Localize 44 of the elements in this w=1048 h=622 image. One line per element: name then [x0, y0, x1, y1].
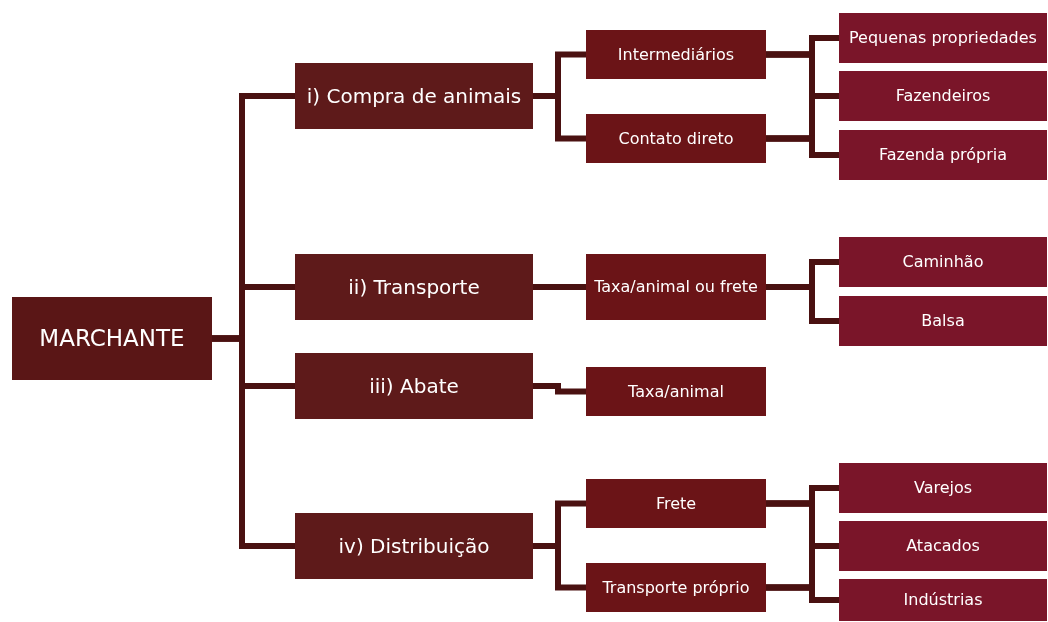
category-box	[586, 367, 766, 416]
box-label: Frete	[655, 493, 697, 514]
box-label: Contato direto	[618, 128, 734, 149]
category-box	[839, 13, 1047, 63]
category-box	[12, 297, 212, 380]
box-label: i) Compra de animais	[306, 83, 522, 109]
category-box	[295, 513, 533, 579]
box-label: Varejos	[913, 478, 973, 498]
connector-line	[766, 584, 839, 603]
category-box	[839, 579, 1047, 621]
category-box	[295, 63, 533, 129]
box-label: Taxa/animal	[628, 381, 724, 402]
box-label: Intermediários	[617, 44, 735, 65]
box-label: MARCHANTE	[39, 324, 185, 353]
category-box	[839, 71, 1047, 121]
connector-line	[766, 284, 839, 324]
category-box	[295, 353, 533, 419]
category-box	[586, 563, 766, 612]
box-label: Balsa	[921, 311, 965, 331]
category-box	[586, 114, 766, 163]
connector-line	[766, 135, 839, 158]
category-box	[839, 237, 1047, 287]
category-box	[839, 521, 1047, 571]
category-box	[586, 479, 766, 528]
box-label: Atacados	[906, 536, 980, 556]
box-label: iii) Abate	[369, 373, 459, 399]
box-label: Taxa/animal ou frete	[594, 277, 758, 297]
connector-line	[533, 284, 586, 290]
box-label: Fazenda própria	[878, 145, 1008, 165]
box-label: ii) Transporte	[348, 274, 480, 300]
category-box	[839, 130, 1047, 180]
category-box	[586, 254, 766, 320]
category-box	[295, 254, 533, 320]
category-box	[839, 463, 1047, 513]
category-box	[586, 30, 766, 79]
box-label: Indústrias	[903, 590, 983, 610]
box-label: Caminhão	[902, 252, 984, 272]
box-label: Pequenas propriedades	[849, 28, 1037, 48]
connector-line	[533, 383, 586, 395]
connector-line	[212, 335, 295, 549]
box-label: Transporte próprio	[602, 577, 750, 598]
box-label: iv) Distribuição	[338, 533, 490, 559]
category-box	[839, 296, 1047, 346]
box-label: Fazendeiros	[895, 86, 991, 106]
